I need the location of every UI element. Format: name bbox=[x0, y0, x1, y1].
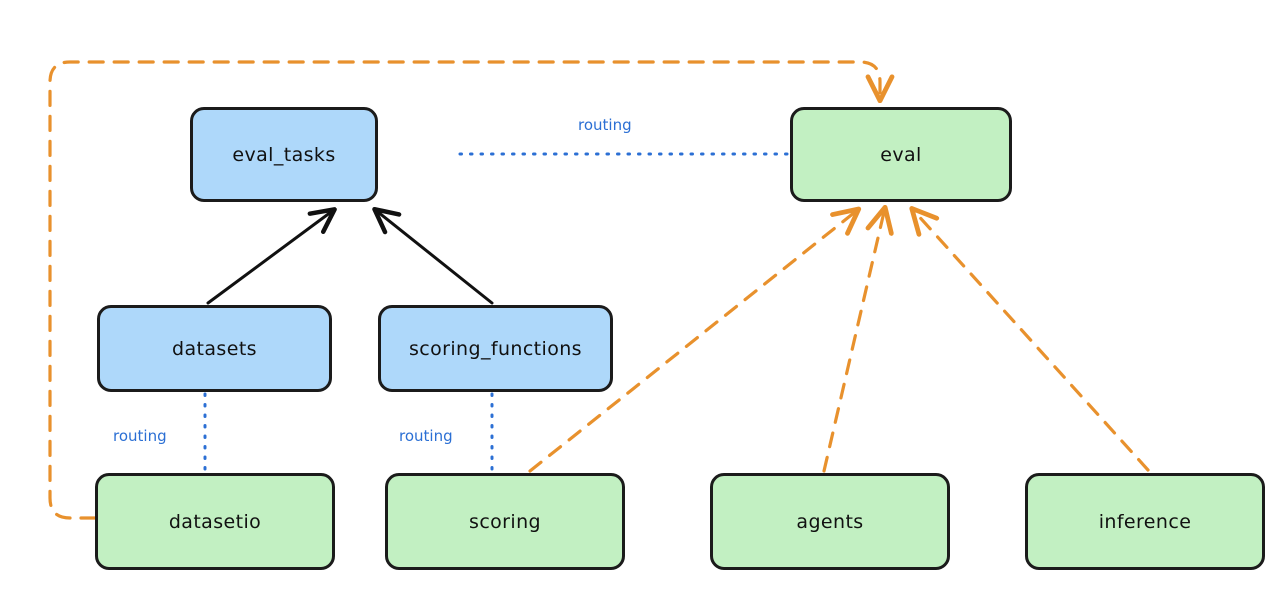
edge-label-routing-datasets-datasetio: routing bbox=[113, 427, 167, 445]
edge-datasets-eval_tasks bbox=[206, 207, 337, 305]
node-scoring[interactable]: scoring bbox=[385, 473, 625, 570]
node-inference[interactable]: inference bbox=[1025, 473, 1265, 570]
node-agents-label: agents bbox=[796, 510, 864, 533]
edge-inference-eval bbox=[909, 206, 1150, 472]
node-datasetio[interactable]: datasetio bbox=[95, 473, 335, 570]
edge-datasetio-eval bbox=[48, 60, 895, 520]
node-agents[interactable]: agents bbox=[710, 473, 950, 570]
edge-agents-eval bbox=[822, 204, 894, 473]
edge-scoring_functions-eval_tasks bbox=[372, 206, 494, 305]
node-scoring-functions[interactable]: scoring_functions bbox=[378, 305, 613, 392]
node-inference-label: inference bbox=[1098, 510, 1192, 533]
node-scoring-functions-label: scoring_functions bbox=[409, 337, 582, 360]
node-eval[interactable]: eval bbox=[790, 107, 1012, 202]
edge-label-routing-eval-tasks-eval: routing bbox=[578, 116, 632, 134]
node-eval-tasks-label: eval_tasks bbox=[232, 143, 336, 166]
node-eval-label: eval bbox=[880, 143, 922, 166]
node-datasets-label: datasets bbox=[172, 337, 257, 360]
node-eval-tasks[interactable]: eval_tasks bbox=[190, 107, 378, 202]
edge-label-routing-scoring-functions-scoring: routing bbox=[399, 427, 453, 445]
node-datasetio-label: datasetio bbox=[168, 510, 262, 533]
node-datasets[interactable]: datasets bbox=[97, 305, 332, 392]
edge-scoring-eval bbox=[528, 206, 862, 473]
node-scoring-label: scoring bbox=[469, 510, 541, 533]
